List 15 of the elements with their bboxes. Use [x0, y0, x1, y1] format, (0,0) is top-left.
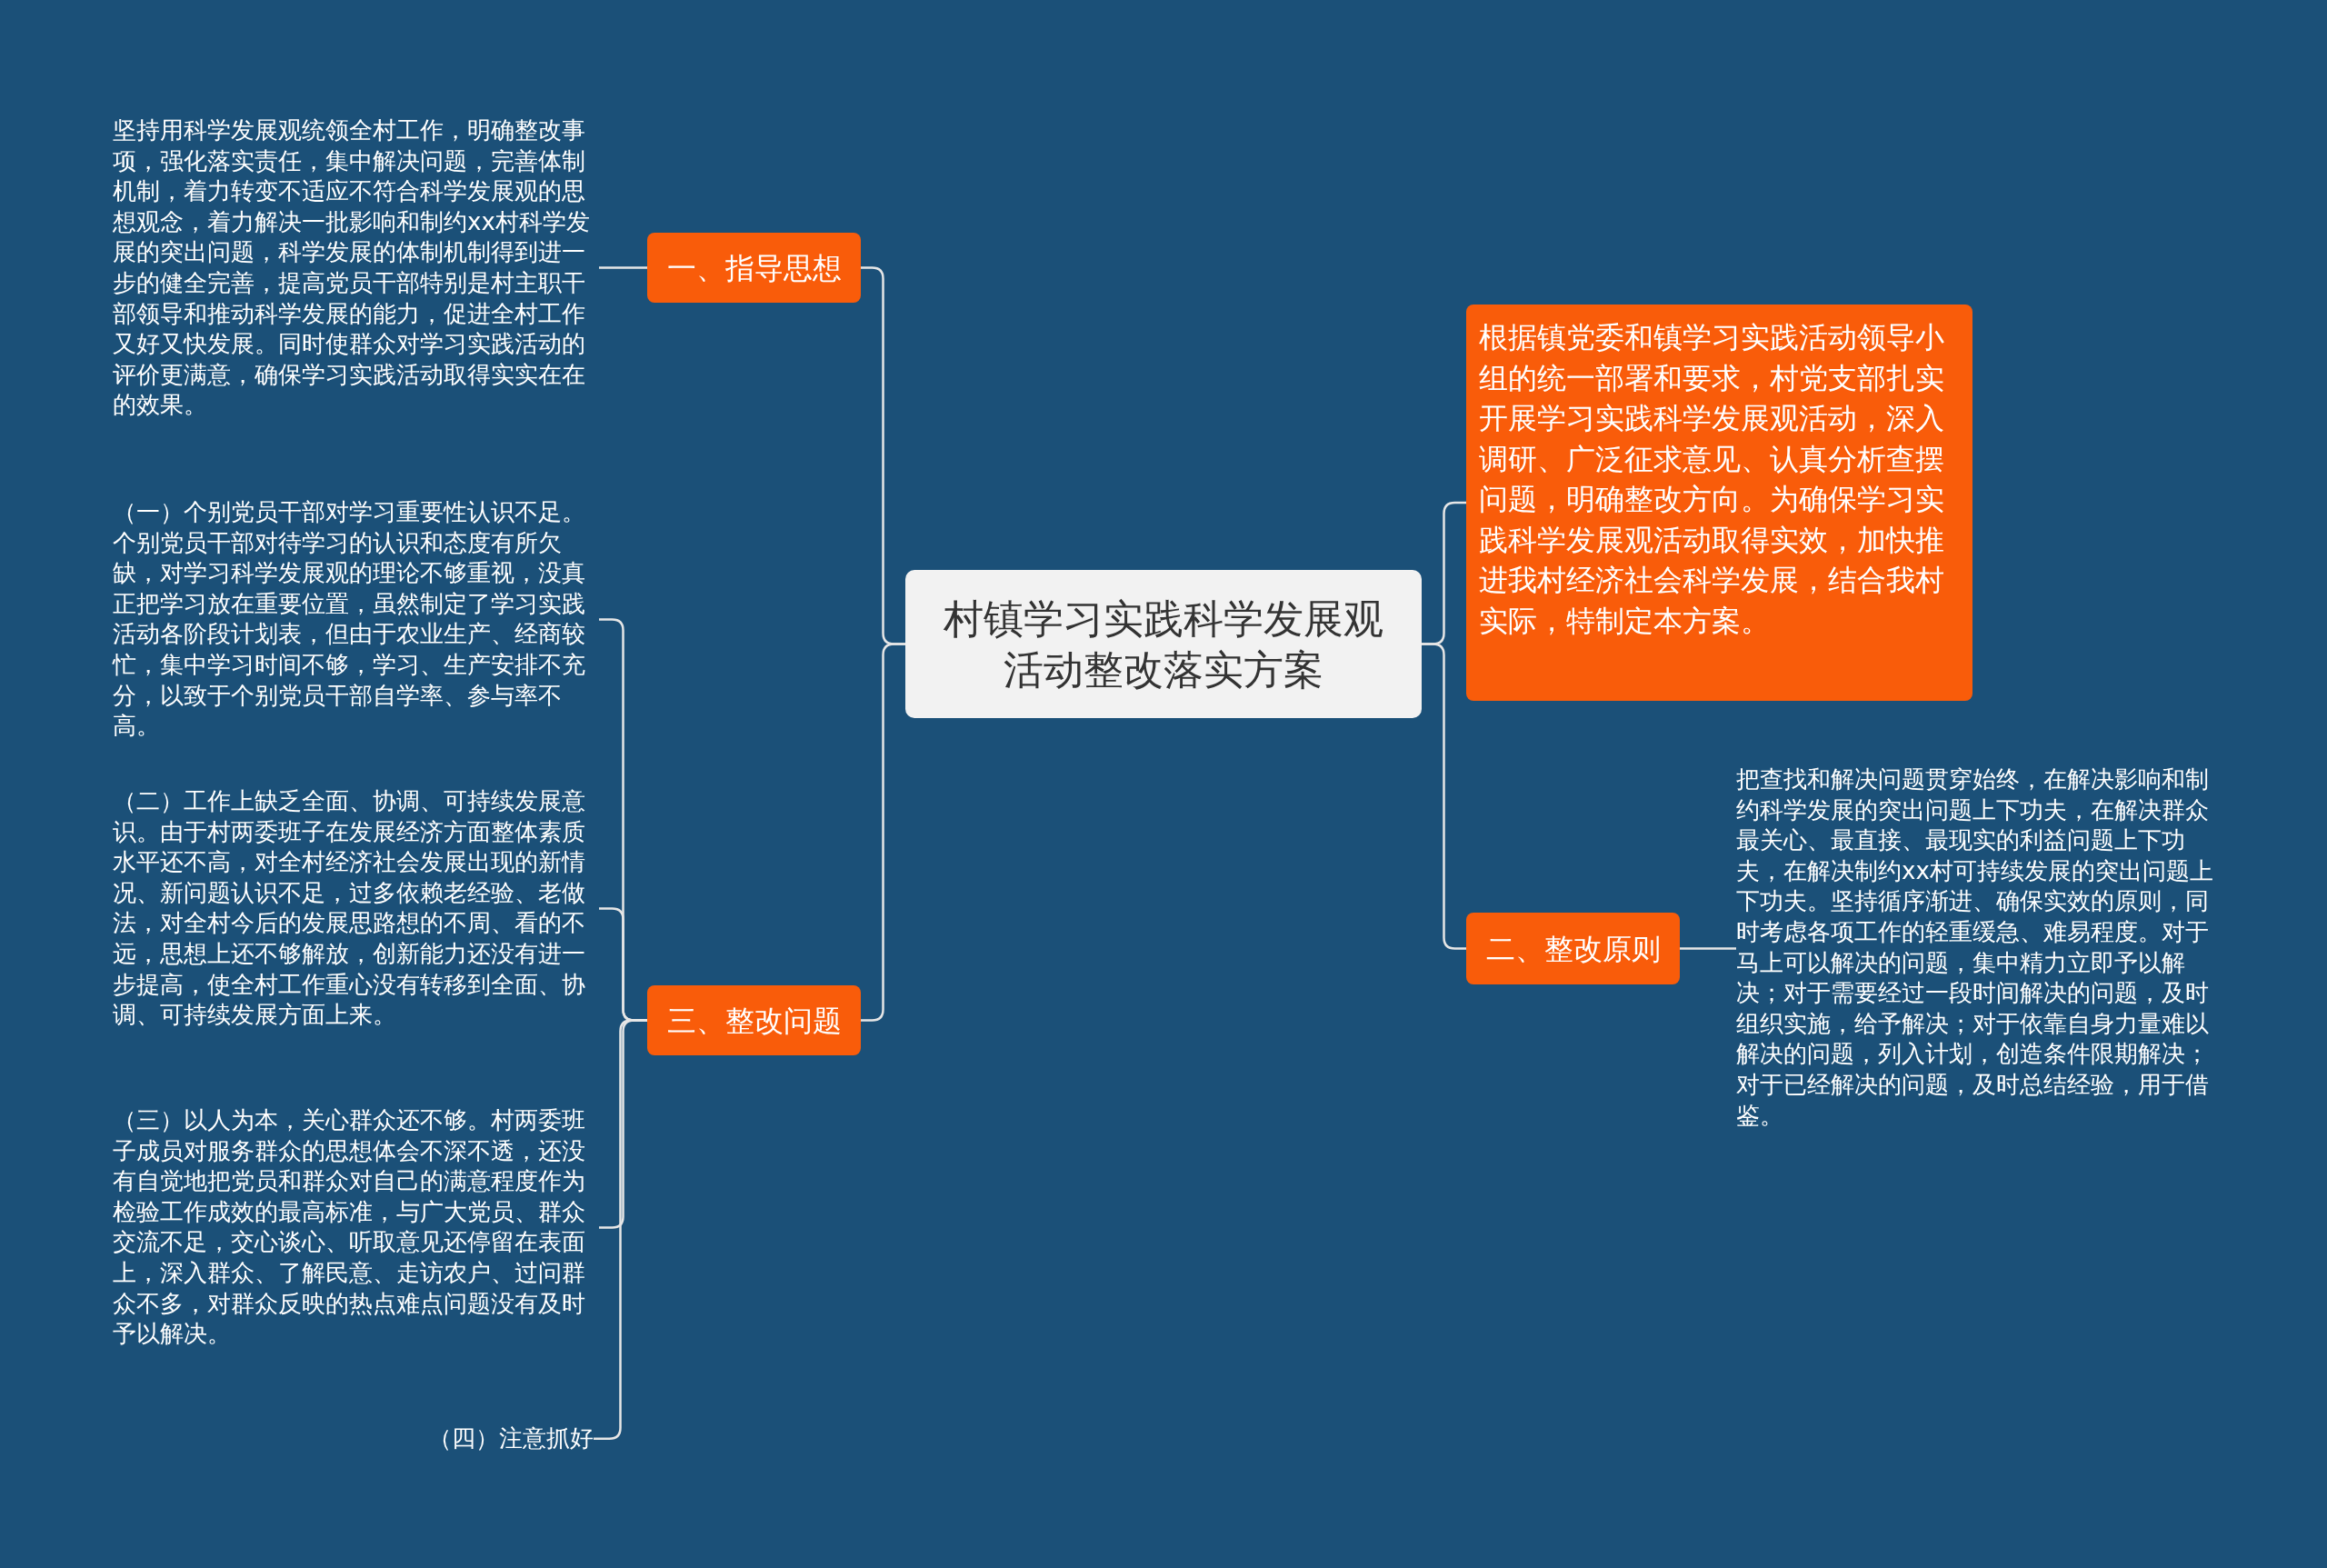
branch-topic-box: 一、指导思想	[647, 233, 861, 303]
leaf-text: （三）以人为本，关心群众还不够。村两委班子成员对服务群众的思想体会不深不透，还没有自觉地把党员和群众对自己的满意程度作为检验工作成效的最高标准，与广大党员、群众交流不足，交心谈心、听取意见还停留在表面上，深入群众、了解民意、走访农户、过问群众不多，对群众反映的热点难点问题没有及时予以解决。	[113, 1105, 599, 1350]
branch-topic-box: 二、整改原则	[1466, 913, 1680, 984]
connector-line	[1422, 643, 1466, 950]
branch-topic-box: 三、整改问题	[647, 985, 861, 1055]
leaf-text: 把查找和解决问题贯穿始终，在解决影响和制约科学发展的突出问题上下功夫，在解决群众最关心、最直接、最现实的利益问题上下功夫，在解决制约xx村可持续发展的突出问题上下功夫。坚持循序渐进、确保实效的原则，同时考虑各项工作的轻重缓急、难易程度。对于马上可以解决的问题，集中精力立即予以解决；对于需要经过一段时间解决的问题，及时组织实施，给予解决；对于依靠自身力量难以解决的问题，列入计划，创造条件限期解决；对于已经解决的问题，及时总结经验，用于借鉴。	[1736, 764, 2222, 1132]
leaf-text: （二）工作上缺乏全面、协调、可持续发展意识。由于村两委班子在发展经济方面整体素质水平还不高，对全村经济社会发展出现的新情况、新问题认识不足，过多依赖老经验、老做法，对全村今后的发展思路想的不周、看的不远，思想上还不够解放，创新能力还没有进一步提高，使全村工作重心没有转移到全面、协调、可持续发展方面上来。	[113, 786, 599, 1031]
note-box: 根据镇党委和镇学习实践活动领导小组的统一部署和要求，村党支部扎实开展学习实践科学发展观活动，深入调研、广泛征求意见、认真分析查摆问题，明确整改方向。为确保学习实践科学发展观活动取得实效，加快推进我村经济社会科学发展，结合我村实际，特制定本方案。	[1466, 305, 1972, 701]
connector-line	[861, 643, 905, 1022]
central-topic-box: 村镇学习实践科学发展观活动整改落实方案	[905, 570, 1422, 718]
leaf-text: （四）注意抓好	[428, 1423, 594, 1454]
leaf-text: 坚持用科学发展观统领全村工作，明确整改事项，强化落实责任，集中解决问题，完善体制机制，着力转变不适应不符合科学发展观的思想观念，着力解决一批影响和制约xx村科学发展的突出问题，科学发展的体制机制得到进一步的健全完善，提高党员干部特别是村主职干部领导和推动科学发展的能力，促进全村工作又好又快发展。同时使群众对学习实践活动的评价更满意，确保学习实践活动取得实实在在的效果。	[113, 115, 599, 421]
connector-line	[599, 266, 647, 269]
leaf-text: （一）个别党员干部对学习重要性认识不足。个别党员干部对待学习的认识和态度有所欠缺，对学习科学发展观的理论不够重视，没真正把学习放在重要位置，虽然制定了学习实践活动各阶段计划表，但由于农业生产、经商较忙，集中学习时间不够，学习、生产安排不充分，以致于个别党员干部自学率、参与率不高。	[113, 497, 599, 742]
connector-line	[1680, 947, 1736, 950]
